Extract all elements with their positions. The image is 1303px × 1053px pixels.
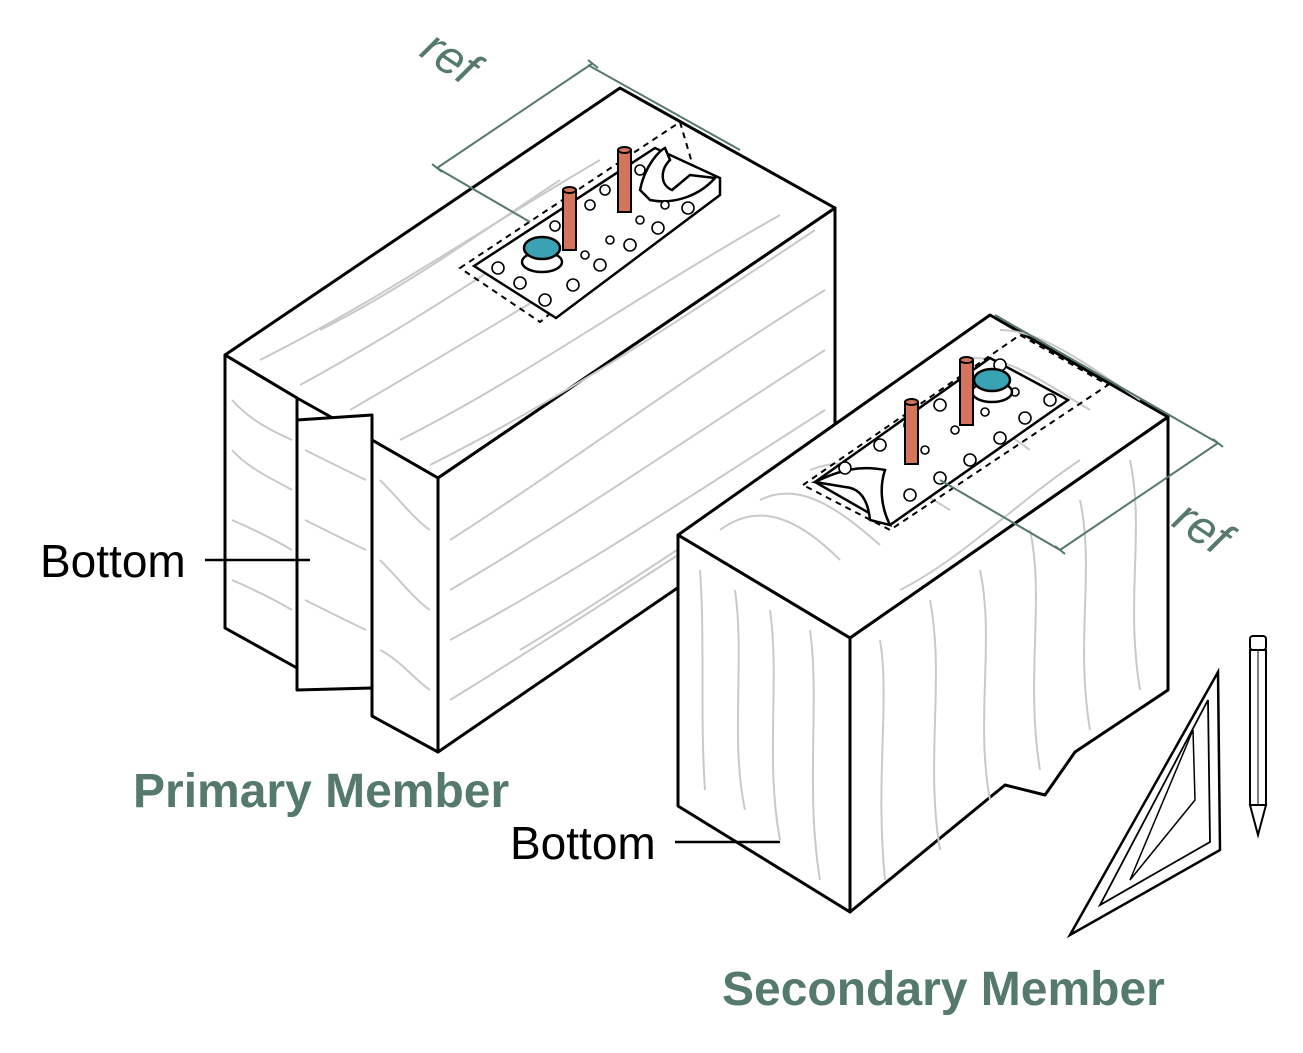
primary-dowel-2 xyxy=(617,149,632,213)
secondary-bottom-label: Bottom xyxy=(510,817,656,869)
primary-ref-label: ref xyxy=(412,20,492,98)
secondary-ref-label: ref xyxy=(1164,490,1244,568)
primary-bottom-label: Bottom xyxy=(40,535,186,587)
secondary-ref-dimension xyxy=(939,314,1224,555)
secondary-front-grain xyxy=(699,569,821,881)
triangle-square-icon xyxy=(1066,667,1222,939)
primary-end-grain xyxy=(231,399,431,691)
secondary-connector-plate xyxy=(801,333,1110,532)
primary-connector-plate xyxy=(458,120,722,324)
primary-ref-dimension xyxy=(431,59,741,223)
secondary-side-grain xyxy=(879,459,1141,881)
secondary-screw-head xyxy=(972,367,1012,393)
primary-member-label: Primary Member xyxy=(133,765,509,818)
pencil-icon xyxy=(1248,635,1268,839)
secondary-dowel-2 xyxy=(959,359,974,426)
primary-screw-head xyxy=(522,235,562,261)
secondary-side-face xyxy=(848,415,1170,914)
primary-dowel-1 xyxy=(562,189,577,251)
secondary-member-label: Secondary Member xyxy=(722,963,1165,1016)
secondary-dowel-1 xyxy=(904,401,919,465)
secondary-member-block xyxy=(676,313,1224,914)
primary-member-block xyxy=(223,59,837,754)
